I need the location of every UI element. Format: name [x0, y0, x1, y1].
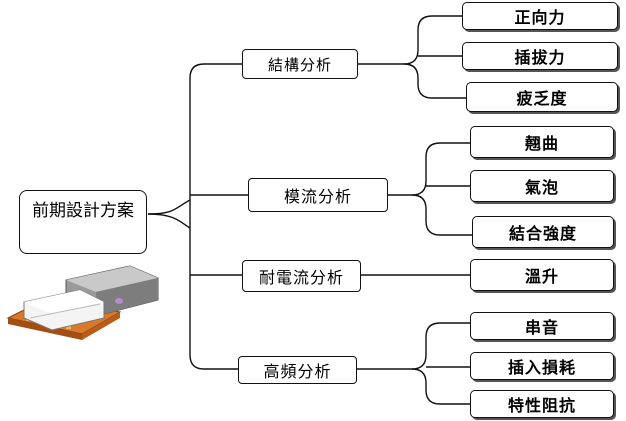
leaf-insertion-extraction-force: 插拔力 — [462, 42, 618, 70]
leaf-label: 溫升 — [524, 267, 559, 286]
leaf-label: 翹曲 — [524, 134, 559, 153]
leaf-label: 串音 — [524, 318, 559, 337]
branch-structural-analysis: 結構分析 — [242, 49, 358, 79]
tree-lines — [147, 15, 472, 405]
pcb-board-edge — [8, 318, 82, 340]
branch-label: 模流分析 — [283, 187, 352, 206]
leaf-label: 插拔力 — [514, 48, 566, 67]
root-label: 前期設計方案 — [32, 201, 134, 221]
branch-high-frequency-analysis: 高頻分析 — [238, 356, 357, 384]
leaf-label: 插入損耗 — [507, 358, 576, 377]
leaf-crosstalk: 串音 — [470, 312, 614, 340]
leaf-label: 結合強度 — [508, 224, 577, 243]
branch-current-rating-analysis: 耐電流分析 — [242, 260, 361, 292]
connector-contact — [115, 298, 123, 304]
connector-illustration — [6, 265, 159, 340]
leaf-label: 疲乏度 — [516, 89, 568, 108]
leaf-normal-force: 正向力 — [462, 2, 618, 30]
leaf-fatigue: 疲乏度 — [466, 82, 618, 112]
leaf-weld-strength: 結合強度 — [472, 216, 614, 248]
leaf-air-bubble: 氣泡 — [470, 170, 614, 202]
leaf-temperature-rise: 溫升 — [470, 259, 614, 291]
branch-mold-flow-analysis: 模流分析 — [248, 178, 388, 212]
root-node: 前期設計方案 — [19, 190, 147, 254]
branch-label: 結構分析 — [267, 55, 332, 74]
branch-label: 耐電流分析 — [258, 268, 344, 287]
leaf-label: 正向力 — [514, 8, 566, 27]
leaf-label: 特性阻抗 — [507, 396, 576, 415]
leaf-insertion-loss: 插入損耗 — [470, 352, 614, 380]
branch-label: 高頻分析 — [263, 362, 332, 381]
leaf-warpage: 翹曲 — [470, 126, 614, 158]
leaf-label: 氣泡 — [524, 178, 559, 197]
leaf-characteristic-impedance: 特性阻抗 — [470, 390, 614, 418]
